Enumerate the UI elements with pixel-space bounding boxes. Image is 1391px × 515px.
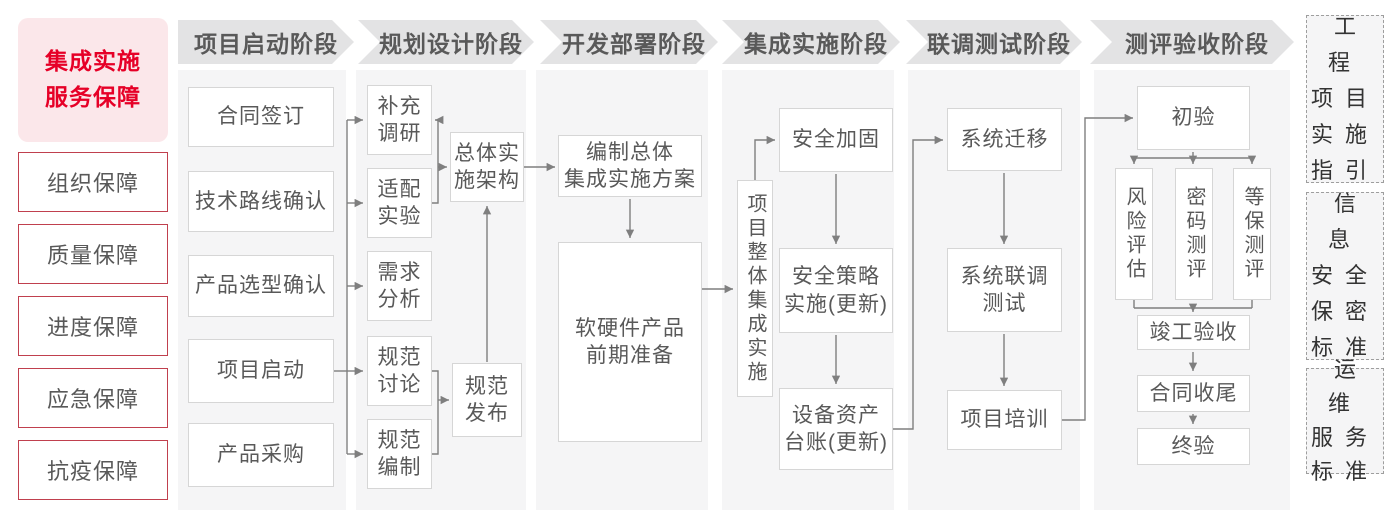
- box-final-acceptance: 终验: [1137, 428, 1250, 465]
- box-system-joint-test: 系统联调 测试: [947, 248, 1062, 332]
- box-risk-assessment: 风险评估: [1115, 168, 1153, 300]
- box-tech-route-confirm: 技术路线确认: [188, 171, 334, 232]
- box-initial-acceptance: 初验: [1137, 86, 1250, 150]
- box-product-procurement: 产品采购: [188, 423, 334, 487]
- box-crypto-evaluation: 密码测评: [1175, 168, 1213, 300]
- standard-project-implementation-guide: 工程 项目 实施 指引: [1306, 14, 1384, 183]
- box-spec-discussion: 规范 讨论: [367, 336, 432, 406]
- phase-header-eval-acceptance: 测评验收阶段: [1090, 20, 1294, 64]
- box-overall-impl-architecture: 总体实 施架构: [450, 132, 524, 202]
- box-contract-closure: 合同收尾: [1137, 375, 1250, 412]
- box-overall-integration-plan: 编制总体 集成实施方案: [558, 135, 702, 197]
- box-completion-acceptance: 竣工验收: [1137, 315, 1250, 350]
- box-project-training: 项目培训: [947, 390, 1062, 450]
- phase-header-joint-test: 联调测试阶段: [906, 20, 1082, 64]
- diagram-title: 集成实施 服务保障: [18, 18, 168, 142]
- sidebar-item-emergency-guarantee: 应急保障: [18, 368, 168, 428]
- sidebar-item-epidemic-guarantee: 抗疫保障: [18, 440, 168, 500]
- phase-header-integration-impl: 集成实施阶段: [722, 20, 900, 64]
- box-supplementary-research: 补充 调研: [367, 85, 432, 155]
- box-spec-release: 规范 发布: [452, 363, 522, 437]
- sidebar-item-schedule-guarantee: 进度保障: [18, 296, 168, 356]
- box-spec-drafting: 规范 编制: [367, 419, 432, 489]
- box-project-kickoff: 项目启动: [188, 339, 334, 403]
- phase-header-project-kickoff: 项目启动阶段: [178, 20, 354, 64]
- phase-header-dev-deploy: 开发部署阶段: [540, 20, 718, 64]
- box-overall-integration-impl: 项目整体集成实施: [737, 180, 773, 397]
- box-asset-ledger-update: 设备资产 台账(更新): [779, 388, 893, 470]
- phase-header-planning-design: 规划设计阶段: [358, 20, 534, 64]
- box-contract-signing: 合同签订: [188, 87, 334, 147]
- box-security-policy-impl: 安全策略 实施(更新): [779, 248, 893, 333]
- box-system-migration: 系统迁移: [947, 108, 1062, 171]
- sidebar-item-quality-guarantee: 质量保障: [18, 224, 168, 284]
- box-adaptation-test: 适配 实验: [367, 168, 432, 238]
- standard-ops-service: 运维 服务 标准: [1306, 357, 1384, 484]
- standard-info-security-confidentiality: 信息 安全 保密 标准: [1306, 191, 1384, 360]
- box-requirement-analysis: 需求 分析: [367, 251, 432, 321]
- sidebar-item-organization-guarantee: 组织保障: [18, 152, 168, 212]
- box-security-hardening: 安全加固: [779, 108, 893, 172]
- box-mlps-evaluation: 等保测评: [1233, 168, 1271, 300]
- box-product-selection-confirm: 产品选型确认: [188, 255, 334, 317]
- box-hw-sw-preparation: 软硬件产品 前期准备: [558, 242, 702, 442]
